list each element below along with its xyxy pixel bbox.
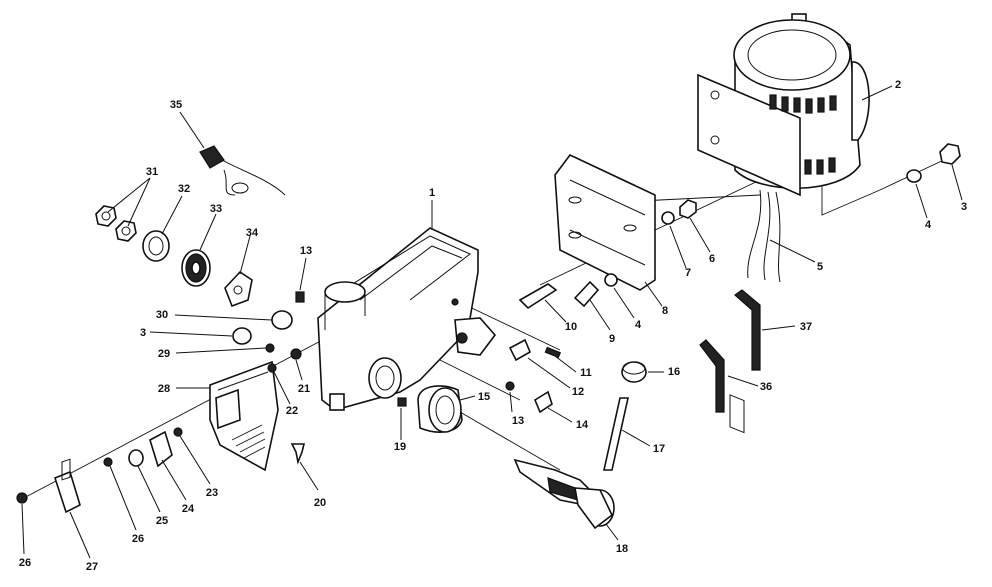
bracket-part-8 [554, 153, 656, 291]
spindle-part-18 [513, 458, 615, 530]
callout-27: 27 [86, 561, 98, 573]
leader-lines [21, 85, 963, 559]
callout-26: 26 [132, 533, 144, 545]
callout-21: 21 [298, 383, 310, 395]
callout-28: 28 [158, 383, 170, 395]
callout-18: 18 [616, 543, 628, 555]
callout-labels: 1 2 3 3 4 4 5 6 7 8 9 10 11 12 13 13 14 … [19, 79, 967, 573]
housing-part-1 [317, 227, 497, 411]
callout-11: 11 [580, 367, 592, 379]
callout-19: 19 [394, 441, 406, 453]
callout-10: 10 [565, 321, 577, 333]
callout-8: 8 [662, 305, 668, 317]
guard-hatching [231, 424, 266, 459]
callout-14: 14 [576, 419, 589, 431]
callout-25: 25 [156, 515, 168, 527]
callout-17: 17 [653, 443, 665, 455]
belt-guard-part-28 [209, 360, 279, 472]
callout-35: 35 [170, 99, 182, 111]
callout-16: 16 [668, 366, 680, 378]
small-hardware [16, 143, 961, 514]
callout-23: 23 [206, 487, 218, 499]
callout-9: 9 [609, 333, 615, 345]
callout-7: 7 [685, 267, 691, 279]
callout-20: 20 [314, 497, 326, 509]
callout-34: 34 [246, 227, 259, 239]
callout-24: 24 [182, 503, 195, 515]
callout-32: 32 [178, 183, 190, 195]
callout-12: 12 [572, 386, 584, 398]
callout-31: 31 [146, 166, 158, 178]
callout-6: 6 [709, 253, 715, 265]
callout-29: 29 [158, 348, 170, 360]
callout-26: 26 [19, 557, 31, 569]
callout-13: 13 [512, 415, 524, 427]
callout-1: 1 [429, 187, 435, 199]
callout-36: 36 [760, 381, 772, 393]
bracket-part-34 [224, 270, 253, 308]
rod-part-17 [603, 397, 629, 471]
callout-22: 22 [286, 405, 298, 417]
collar-part-32 [142, 230, 170, 262]
sleeve-part-15 [417, 385, 463, 433]
callout-37: 37 [800, 321, 812, 333]
cap-part-16 [621, 361, 647, 383]
callout-4: 4 [925, 219, 932, 231]
hex-wrench-part-37 [734, 289, 761, 371]
motor-vents [769, 94, 837, 175]
motor-part-2 [697, 13, 870, 434]
pulley-part-33 [181, 249, 211, 287]
callout-3: 3 [961, 201, 967, 213]
switch-part-35 [199, 145, 286, 196]
callout-3: 3 [140, 327, 146, 339]
nuts-part-31 [95, 205, 137, 242]
callout-30: 30 [156, 309, 168, 321]
callout-5: 5 [817, 261, 823, 273]
callout-15: 15 [478, 391, 490, 403]
callout-2: 2 [895, 79, 901, 91]
callout-4: 4 [635, 319, 642, 331]
hex-wrench-part-36 [699, 339, 725, 413]
callout-13: 13 [300, 245, 312, 257]
callout-33: 33 [210, 203, 222, 215]
